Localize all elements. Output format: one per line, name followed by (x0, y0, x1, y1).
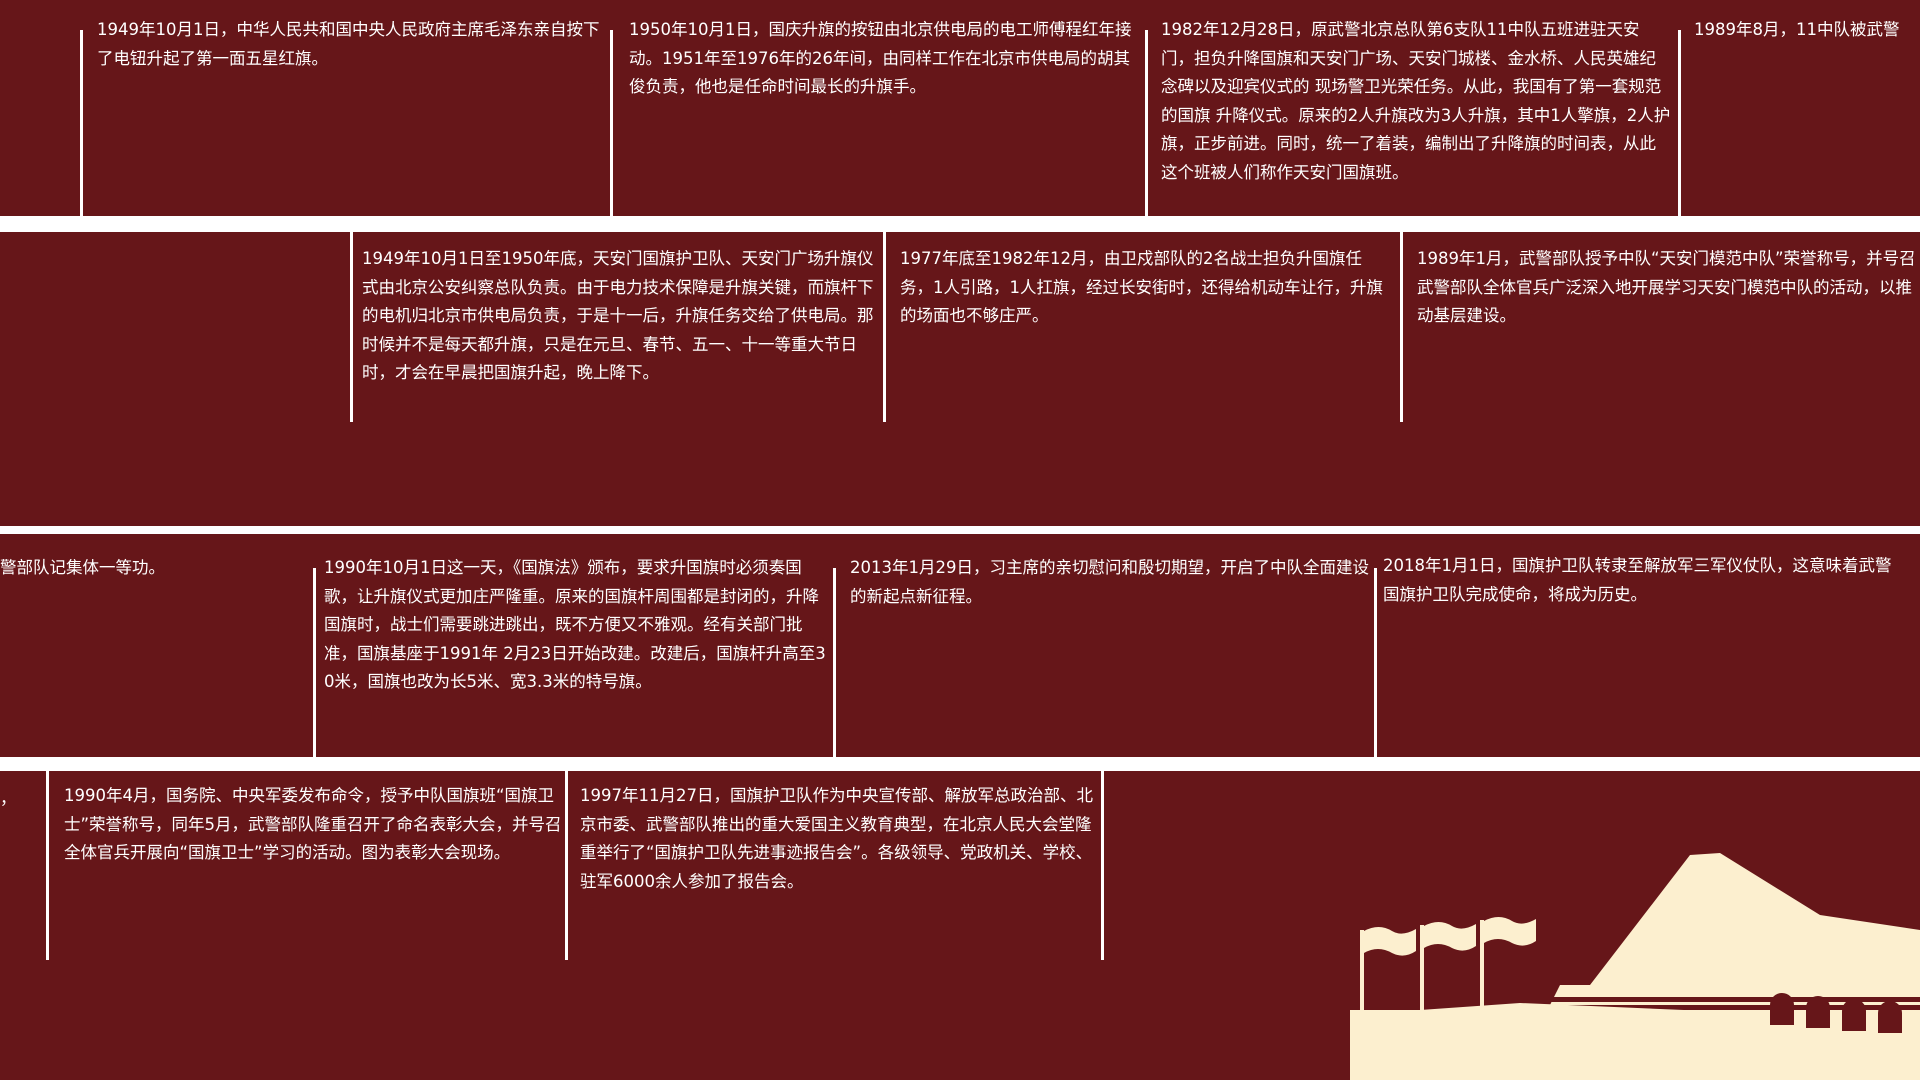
timeline-divider (610, 30, 613, 216)
timeline-entry-2013-new-start: 2013年1月29日，习主席的亲切慰问和殷切期望，开启了中队全面建设的新起点新征… (850, 558, 1369, 606)
timeline-entry-1982-guard-squad: 1982年12月28日，原武警北京总队第6支队11中队五班进驻天安门，担负升降国… (1161, 20, 1671, 182)
timeline-band-2 (0, 526, 1920, 534)
timeline-divider (313, 568, 316, 757)
timeline-band-1 (0, 216, 1920, 232)
timeline-divider (1374, 568, 1377, 757)
timeline-entry-1989-merit: 警部队记集体一等功。 (0, 558, 165, 577)
timeline-entry-1950-power-bureau: 1950年10月1日，国庆升旗的按钮由北京供电局的电工师傅程红年接动。1951年… (629, 20, 1132, 96)
timeline-entry-1949-1950-police: 1949年10月1日至1950年底，天安门国旗护卫队、天安门广场升旗仪式由北京公… (362, 249, 874, 382)
timeline-entry-1949-first-flag: 1949年10月1日，中华人民共和国中央人民政府主席毛泽东亲自按下了电钮升起了第… (97, 20, 600, 68)
timeline-entry-1989-jan-honor: 1989年1月，武警部队授予中队“天安门模范中队”荣誉称号，并号召武警部队全体官… (1417, 249, 1916, 325)
timeline-entry-1989-aug: 1989年8月，11中队被武警 (1694, 20, 1900, 39)
timeline-entry-1990-apr-guardian: 1990年4月，国务院、中央军委发布命令，授予中队国旗班“国旗卫士”荣誉称号，同… (64, 786, 562, 862)
timeline-divider (1678, 30, 1681, 216)
timeline-entry-1997-report: 1997年11月27日，国旗护卫队作为中央宣传部、解放军总政治部、北京市委、武警… (580, 786, 1093, 891)
timeline-divider (1400, 232, 1403, 422)
timeline-entry-1977-1982-garrison: 1977年底至1982年12月，由卫戍部队的2名战士担负升国旗任务，1人引路，1… (900, 249, 1383, 325)
timeline-divider (46, 771, 49, 960)
timeline-divider (1101, 771, 1104, 960)
timeline-divider (350, 232, 353, 422)
timeline-divider (1145, 30, 1148, 216)
timeline-entry-2018-transfer: 2018年1月1日，国旗护卫队转隶至解放军三军仪仗队，这意味着武警国旗护卫队完成… (1383, 556, 1892, 604)
timeline-divider (833, 568, 836, 757)
tiananmen-gate-icon (1350, 853, 1920, 1080)
timeline-divider (565, 771, 568, 960)
timeline-band-3 (0, 757, 1920, 771)
timeline-entry-cutoff-fragment: ， (0, 789, 17, 808)
timeline-divider (883, 232, 886, 422)
timeline-divider (80, 30, 83, 216)
timeline-entry-1990-flag-law: 1990年10月1日这一天，《国旗法》颁布，要求升国旗时必须奏国歌，让升旗仪式更… (324, 558, 826, 691)
